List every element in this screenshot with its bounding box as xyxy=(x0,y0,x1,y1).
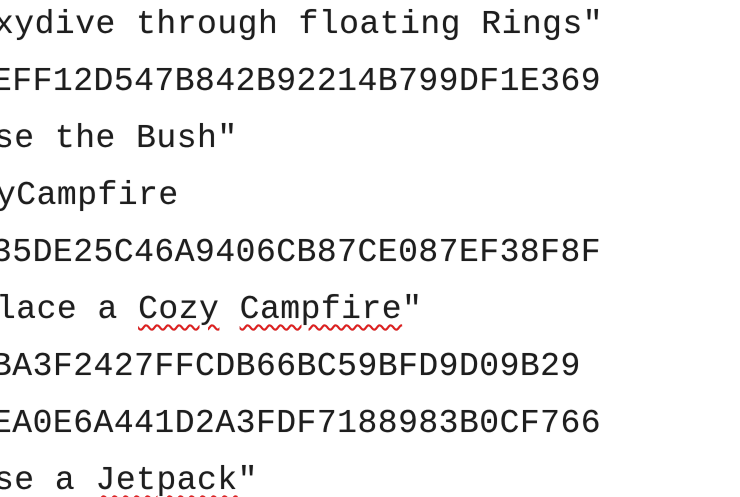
text-line: BA3F2427FFCDB66BC59BFD9D09B29 xyxy=(0,348,581,385)
text-line: EFF12D547B842B92214B799DF1E369 xyxy=(0,63,602,100)
misspelled-word[interactable]: Jetpack xyxy=(95,462,238,497)
text-line: lace a Cozy Campfire" xyxy=(0,282,422,338)
text-line: yCampfire xyxy=(0,177,179,214)
text-segment: se a xyxy=(0,462,96,497)
text-line: se the Bush" xyxy=(0,120,238,157)
text-segment: " xyxy=(402,291,423,328)
text-line: 35DE25C46A9406CB87CE087EF38F8F xyxy=(0,234,602,271)
text-segment: lace a xyxy=(0,291,139,328)
text-line: xydive through floating Rings" xyxy=(0,6,604,43)
misspelled-word[interactable]: Campfire xyxy=(239,291,403,328)
text-segment xyxy=(219,291,239,328)
text-segment: " xyxy=(237,462,258,497)
misspelled-word[interactable]: Cozy xyxy=(138,291,220,328)
text-line: se a Jetpack" xyxy=(0,453,258,497)
text-line: EA0E6A441D2A3FDF7188983B0CF766 xyxy=(0,405,602,442)
